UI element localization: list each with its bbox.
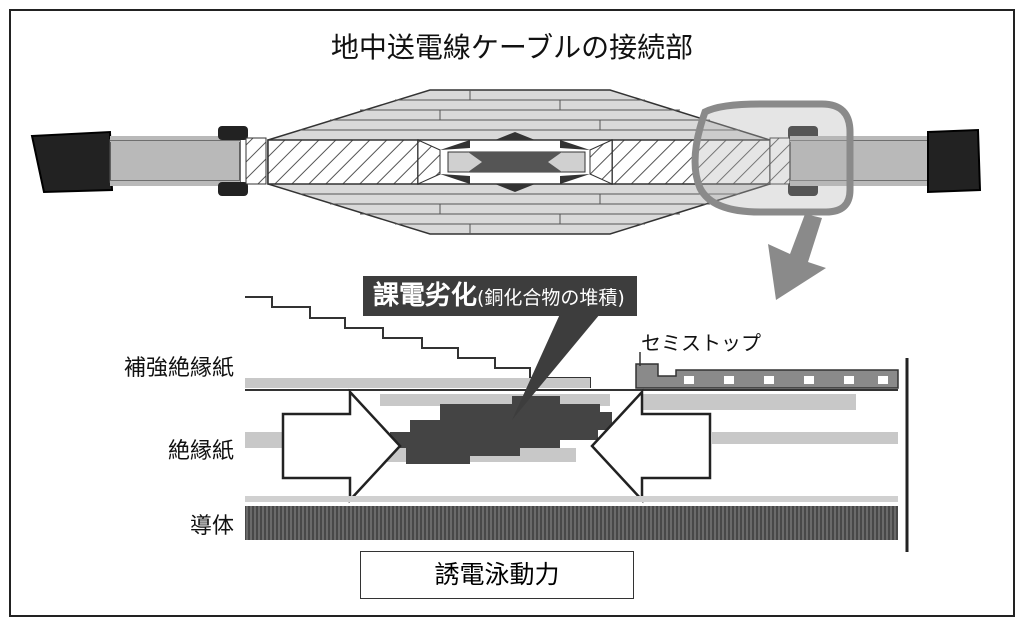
left-force-arrow [281, 388, 402, 504]
reinforcing-paper-edge [245, 296, 591, 388]
degradation-title: 課電劣化 [373, 281, 478, 311]
zoom-pointer-arrow [768, 214, 826, 300]
insulation-band-5 [712, 432, 898, 444]
degradation-subtitle: (銅化合物の堆積) [477, 287, 625, 309]
left-insulation-core [267, 139, 419, 185]
enlarged-section [245, 296, 909, 552]
label-insulating-paper: 絶縁紙 [167, 439, 234, 464]
insulation-band-2 [640, 394, 856, 410]
left-thread-bottom [110, 180, 240, 186]
callout-tail [512, 314, 600, 420]
left-nut-top [218, 126, 248, 140]
copper-compound-deposit [390, 396, 612, 464]
right-force-arrow [590, 388, 712, 504]
label-conductor: 導体 [189, 514, 234, 539]
left-cable-sheath [30, 130, 114, 194]
semi-stop [635, 352, 899, 389]
diagram-title: 地中送電線ケーブルの接続部 [330, 31, 694, 64]
insulation-band-3 [245, 432, 287, 448]
left-nut-bottom [218, 182, 248, 196]
reinforcing-band [245, 378, 590, 388]
outer-border [9, 9, 1015, 617]
label-semi-stop: セミストップ [641, 331, 761, 355]
conductor-strands [245, 506, 898, 540]
degradation-callout: 課電劣化 (銅化合物の堆積) [363, 276, 637, 316]
focus-highlight [691, 100, 854, 216]
conductor-connector [468, 152, 562, 172]
right-insulation-core [611, 139, 771, 185]
conductor-top-band [245, 496, 898, 502]
label-reinforcing-paper: 補強絶縁紙 [123, 356, 234, 381]
right-cable-sheath [927, 128, 982, 194]
dielectrophoretic-force-label: 誘電泳動力 [360, 551, 634, 599]
left-corrugated-cable [109, 139, 241, 183]
left-thread-top [110, 136, 240, 142]
cable-joint-illustration [30, 89, 982, 300]
left-ferrule [245, 137, 267, 185]
